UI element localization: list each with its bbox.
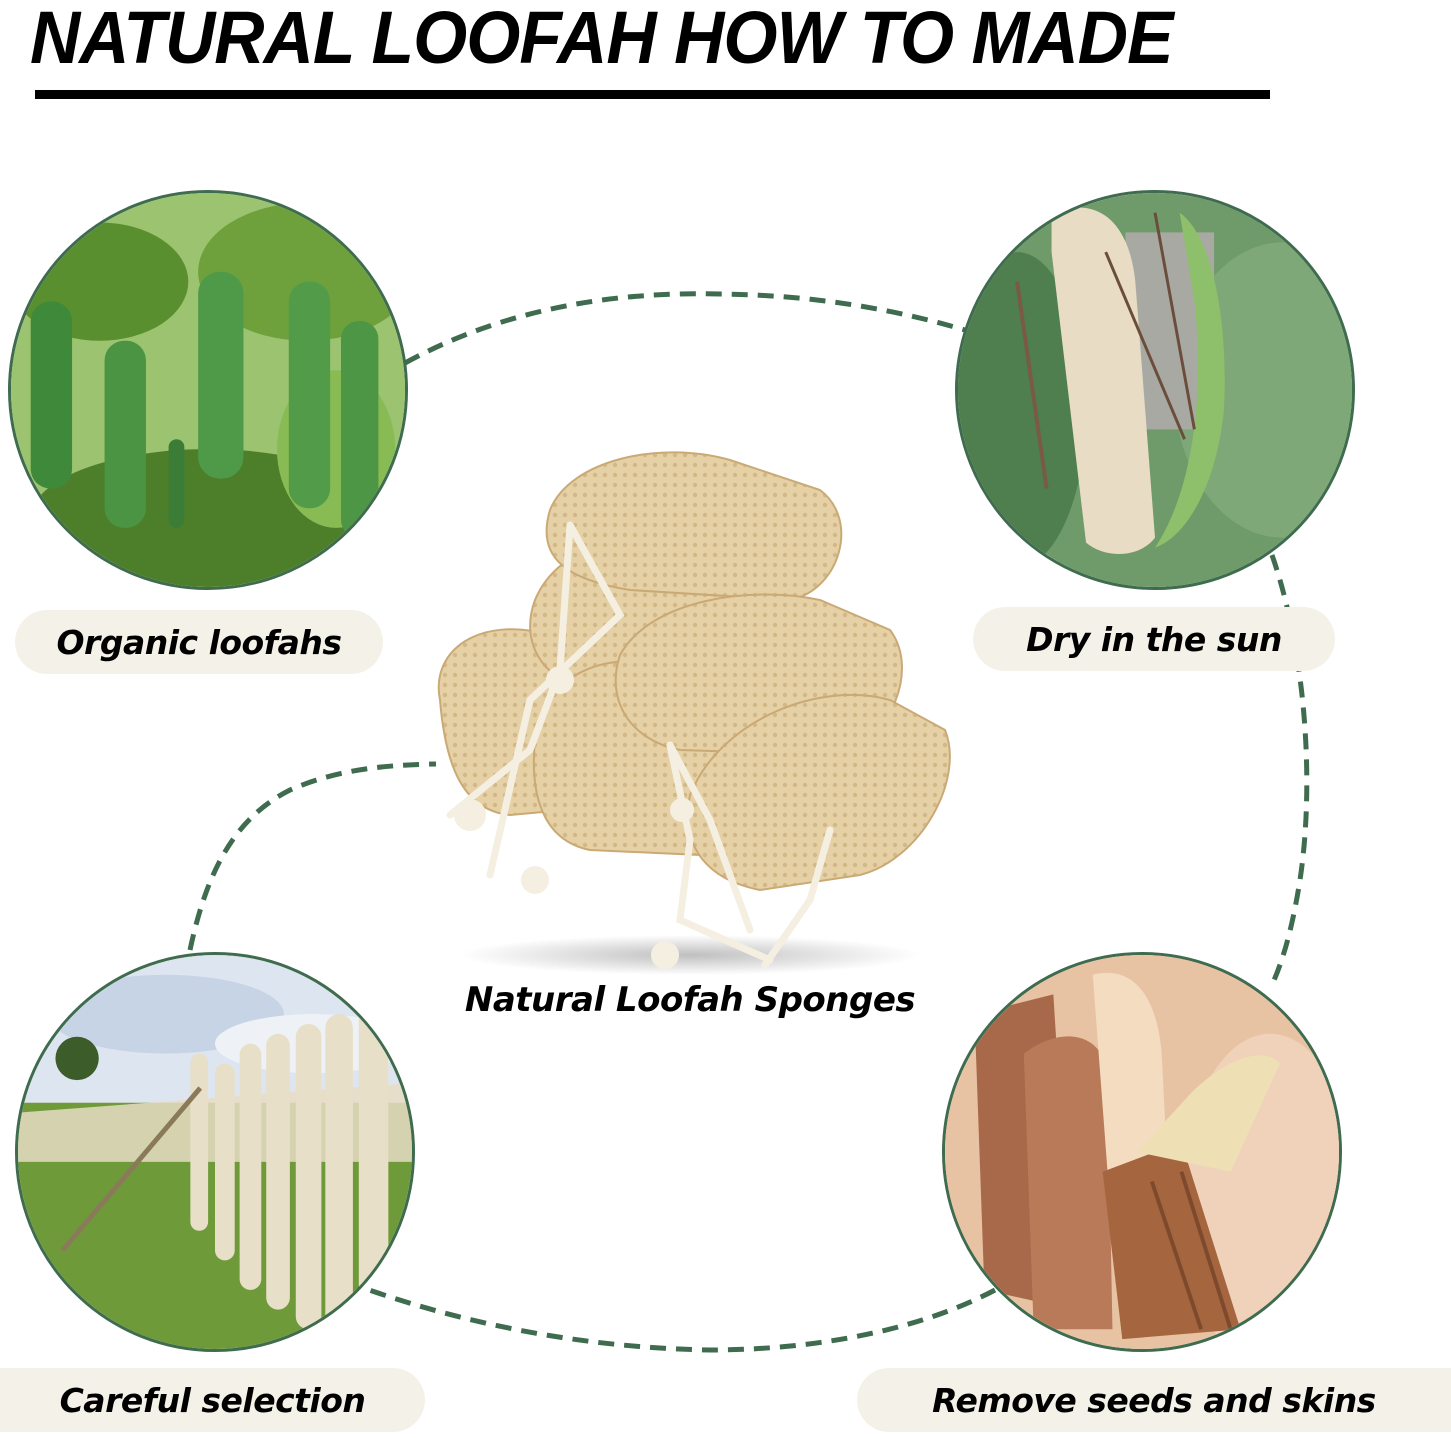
step-label-pill-remove-seeds-and-skins: Remove seeds and skins [857, 1368, 1451, 1432]
page-title: NATURAL LOOFAH HOW TO MADE [30, 0, 1174, 79]
step-label: Organic loofahs [56, 622, 343, 662]
product-caption: Natural Loofah Sponges [464, 980, 916, 1020]
loofah-sponge-stack-icon [437, 451, 951, 975]
product-image-loofah-sponges [420, 400, 960, 980]
step-photo-careful-selection [15, 952, 415, 1352]
title-underline [35, 90, 1270, 99]
step-label: Dry in the sun [1026, 619, 1282, 659]
peeled-loofah-image-icon [945, 955, 1339, 1349]
step-label-pill-careful-selection: Careful selection [0, 1368, 425, 1432]
dried-loofah-image-icon [958, 193, 1352, 587]
loofahs-on-fence-image-icon [18, 955, 412, 1349]
step-photo-dry-in-the-sun [955, 190, 1355, 590]
step-photo-remove-seeds-and-skins [942, 952, 1342, 1352]
step-label-pill-dry-in-the-sun: Dry in the sun [973, 607, 1335, 671]
step-label: Remove seeds and skins [932, 1380, 1376, 1420]
step-photo-organic-loofahs [8, 190, 408, 590]
step-label-pill-organic-loofahs: Organic loofahs [15, 610, 383, 674]
green-gourds-image-icon [11, 193, 405, 587]
step-label: Careful selection [59, 1380, 366, 1420]
